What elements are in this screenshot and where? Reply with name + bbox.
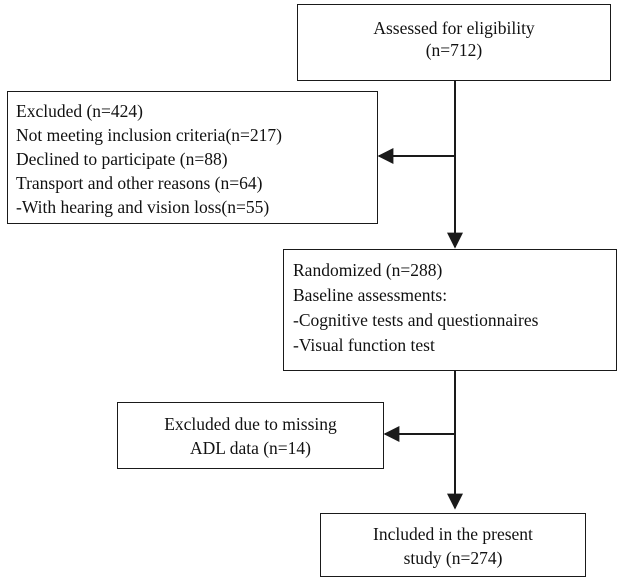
randomized-line-1: Randomized (n=288) [293, 260, 443, 280]
excluded-initial-line-5: -With hearing and vision loss(n=55) [16, 197, 270, 217]
excluded-initial-line-3: Declined to participate (n=88) [16, 149, 228, 169]
excluded-adl-line-1: Excluded due to missing [164, 414, 337, 434]
excluded-adl-box: Excluded due to missing ADL data (n=14) [117, 402, 384, 469]
randomized-line-4: -Visual function test [293, 335, 435, 355]
included-box: Included in the present study (n=274) [320, 513, 586, 577]
excluded-initial-line-2: Not meeting inclusion criteria(n=217) [16, 125, 282, 145]
assessed-line-2: (n=712) [425, 40, 483, 60]
excluded-initial-line-4: Transport and other reasons (n=64) [16, 173, 263, 193]
excluded-initial-box: Excluded (n=424) Not meeting inclusion c… [7, 91, 378, 224]
randomized-line-2: Baseline assessments: [293, 285, 448, 305]
excluded-initial-line-1: Excluded (n=424) [16, 101, 143, 121]
assessed-line-1: Assessed for eligibility [373, 18, 535, 38]
included-line-1: Included in the present [373, 524, 533, 544]
randomized-box: Randomized (n=288) Baseline assessments:… [283, 249, 617, 371]
assessed-box: Assessed for eligibility (n=712) [297, 4, 611, 81]
included-line-2: study (n=274) [403, 548, 503, 568]
excluded-adl-line-2: ADL data (n=14) [190, 438, 311, 458]
randomized-line-3: -Cognitive tests and questionnaires [293, 310, 539, 330]
